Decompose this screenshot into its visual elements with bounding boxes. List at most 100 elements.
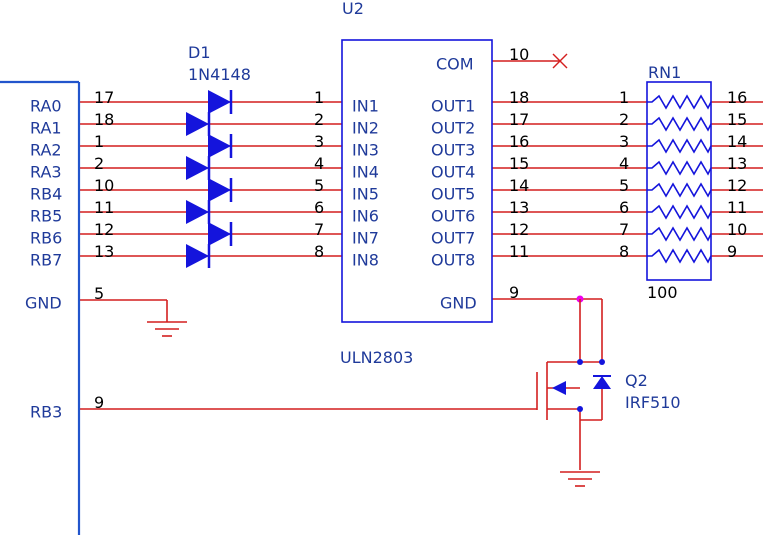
rn-body <box>646 81 712 281</box>
diode-body <box>186 112 209 136</box>
rn-left-pin-number: 6 <box>619 198 629 217</box>
connector-rb3-pin: 9 <box>94 393 104 412</box>
connector-pin-number: 18 <box>94 110 114 129</box>
diode-body <box>208 90 231 114</box>
diode-symbol-icon <box>186 112 211 136</box>
resistor-zigzag-icon <box>647 248 712 264</box>
ic-input-label: IN8 <box>352 251 379 270</box>
connector-pin-number: 2 <box>94 154 104 173</box>
rn-left-pin-number: 3 <box>619 132 629 151</box>
ic-input-pin-number: 1 <box>314 88 324 107</box>
resistor-zigzag-icon <box>647 94 712 110</box>
rn-right-pin-numbers: 16 15 14 13 12 11 10 9 <box>727 88 747 261</box>
diode-body <box>186 244 209 268</box>
mosfet-arrow <box>552 381 566 395</box>
rn-right-pin-number: 13 <box>727 154 747 173</box>
connector-signal-labels: RA0 RA1 RA2 RA3 RB4 RB5 RB6 RB7 GND RB3 <box>25 97 62 422</box>
ic-output-label: OUT7 <box>431 229 475 248</box>
signal-label-ra3: RA3 <box>30 163 62 182</box>
diode-ref-label: D1 <box>188 43 211 62</box>
ic-input-pin-number: 5 <box>314 176 324 195</box>
ic-gnd-label: GND <box>440 294 477 313</box>
components <box>0 39 712 535</box>
diode-symbol-icon <box>208 134 233 158</box>
rn-right-pin-number: 16 <box>727 88 747 107</box>
rn-right-pin-number: 11 <box>727 198 747 217</box>
connector-gnd-label: GND <box>25 294 62 313</box>
diode-body <box>208 134 231 158</box>
ic-output-label: OUT1 <box>431 97 475 116</box>
rn-ref-label: RN1 <box>648 63 681 82</box>
ground-symbol-icon <box>147 321 187 337</box>
ic-input-pin-number: 4 <box>314 154 324 173</box>
no-connect-stroke <box>552 53 568 69</box>
ic-output-pin-number: 13 <box>509 198 529 217</box>
signal-label-ra1: RA1 <box>30 119 62 138</box>
mosfet-ref-label: Q2 <box>625 371 648 390</box>
ic-input-label: IN7 <box>352 229 379 248</box>
ic-output-pin-number: 16 <box>509 132 529 151</box>
ic-input-pin-number: 3 <box>314 132 324 151</box>
signal-label-rb6: RB6 <box>30 229 62 248</box>
signal-label-rb4: RB4 <box>30 185 62 204</box>
ground-symbol-icon <box>560 471 600 487</box>
mosfet-symbol-icon <box>536 299 611 470</box>
diode-symbol-icon <box>186 200 211 224</box>
ic-input-label: IN6 <box>352 207 379 226</box>
diode-symbol-icon <box>186 156 211 180</box>
ic-output-label: OUT3 <box>431 141 475 160</box>
ic-output-pin-number: 14 <box>509 176 529 195</box>
rn-left-pin-number: 8 <box>619 242 629 261</box>
connector-pin-numbers: 17 18 1 2 10 11 12 13 5 9 <box>94 88 114 412</box>
diode-body <box>208 222 231 246</box>
ic-output-labels: COM OUT1 OUT2 OUT3 OUT4 OUT5 OUT6 OUT7 O… <box>431 55 477 313</box>
signal-label-ra2: RA2 <box>30 141 62 160</box>
rn-value-label: 100 <box>647 283 678 302</box>
resistor-zigzag-icon <box>647 160 712 176</box>
rn-left-pin-number: 2 <box>619 110 629 129</box>
ic-input-label: IN2 <box>352 119 379 138</box>
ic-input-pin-number: 2 <box>314 110 324 129</box>
ic-input-pin-number: 7 <box>314 220 324 239</box>
connector-pin-number: 13 <box>94 242 114 261</box>
ic-output-pin-number: 15 <box>509 154 529 173</box>
diode-symbol-icon <box>186 244 211 268</box>
diode-part-label: 1N4148 <box>188 65 251 84</box>
ic-input-label: IN5 <box>352 185 379 204</box>
diode-symbol-icon <box>208 222 233 246</box>
rn-right-pin-number: 14 <box>727 132 747 151</box>
ic-output-pin-number: 17 <box>509 110 529 129</box>
ic-gnd-pin: 9 <box>509 283 519 302</box>
ic-input-label: IN3 <box>352 141 379 160</box>
rn-left-pin-number: 7 <box>619 220 629 239</box>
ic-output-pin-number: 11 <box>509 242 529 261</box>
rn-left-pin-number: 5 <box>619 176 629 195</box>
diode-body <box>186 156 209 180</box>
ic-output-label: OUT6 <box>431 207 475 226</box>
ic-output-label: OUT2 <box>431 119 475 138</box>
mosfet-source-dot <box>577 406 583 412</box>
no-connect-icon <box>552 53 568 69</box>
resistor-zigzag-icon <box>647 226 712 242</box>
resistor-zigzag-icon <box>647 204 712 220</box>
connector-pin-number: 10 <box>94 176 114 195</box>
ic-output-pin-numbers: 10 18 17 16 15 14 13 12 11 9 <box>509 45 529 302</box>
diode-symbol-icon <box>208 178 233 202</box>
ic-body <box>341 39 493 323</box>
ic-input-label: IN1 <box>352 97 379 116</box>
diode-symbol-icon <box>208 90 233 114</box>
rn-left-pin-number: 4 <box>619 154 629 173</box>
connector-pin-number: 17 <box>94 88 114 107</box>
signal-label-rb7: RB7 <box>30 251 62 270</box>
ic-part-label: ULN2803 <box>340 348 413 367</box>
connector-pin-number: 12 <box>94 220 114 239</box>
signal-label-rb5: RB5 <box>30 207 62 226</box>
signal-label-ra0: RA0 <box>30 97 62 116</box>
mosfet-body-diode <box>593 376 611 389</box>
mosfet-drain-dot <box>577 359 583 365</box>
wires <box>79 60 763 410</box>
ic-output-label: OUT4 <box>431 163 475 182</box>
ic-output-pin-number: 18 <box>509 88 529 107</box>
diode-body <box>186 200 209 224</box>
